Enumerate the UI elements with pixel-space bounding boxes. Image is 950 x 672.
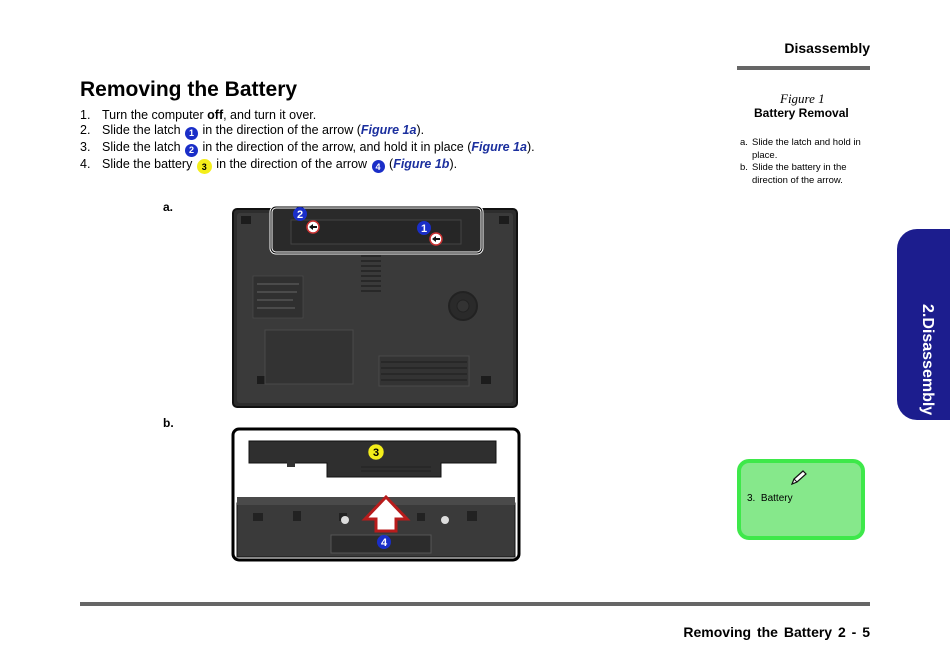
steps-list: 1. Turn the computer off, and turn it ov… [80, 108, 535, 175]
note-number: 3. [747, 493, 756, 504]
step-text-post: ). [526, 139, 535, 154]
step-number: 4. [80, 156, 91, 171]
step-text-bold: off [207, 108, 224, 122]
step-number: 1. [80, 108, 91, 122]
pencil-icon [790, 470, 807, 486]
step-text: Turn the computer off, and turn it over. [102, 108, 316, 123]
step-text-mid: ( [385, 156, 394, 171]
figure-reference-link[interactable]: Figure 1b [393, 156, 450, 171]
figure-note-key: b. [740, 162, 748, 173]
step-text-post: ). [416, 122, 425, 137]
figure-note-text: Slide the battery in the direction of th… [752, 162, 847, 186]
step-text: Slide the battery 3 in the direction of … [102, 157, 457, 175]
callout-4-marker [377, 535, 391, 549]
step-text: Slide the latch 2 in the direction of th… [102, 140, 535, 157]
step-number: 2. [80, 122, 91, 137]
battery-removal-illustration: 3 4 [231, 427, 521, 562]
callout-1-label: 1 [421, 223, 427, 235]
callout-badge-3: 3 [196, 159, 212, 175]
figure-notes: a. Slide the latch and hold in place. b.… [740, 137, 870, 187]
figure-note-b: b. Slide the battery in the direction of… [740, 162, 870, 187]
step-text-post: , and turn it over. [223, 108, 317, 122]
laptop-bottom-illustration: 2 1 [232, 206, 518, 408]
note-box: 3. Battery [737, 459, 865, 540]
footer-rule [80, 602, 870, 606]
step-text-pre: Slide the latch [102, 139, 184, 154]
figure-part-b-label: b. [163, 416, 174, 430]
step-3: 3. Slide the latch 2 in the direction of… [80, 140, 535, 157]
figure-reference-link[interactable]: Figure 1a [471, 139, 527, 154]
figure-label: Figure 1 [780, 91, 825, 106]
figure-note-a: a. Slide the latch and hold in place. [740, 137, 870, 162]
step-4: 4. Slide the battery 3 in the direction … [80, 157, 535, 175]
footer-page-label: Removing the Battery 2 - 5 [683, 624, 870, 640]
step-text-pre: Turn the computer [102, 108, 208, 122]
figure-part-a-label: a. [163, 200, 174, 214]
step-text-pre: Slide the battery [102, 156, 196, 171]
callout-1-marker [417, 221, 431, 235]
callout-3-marker [367, 443, 385, 461]
callout-2-marker [293, 207, 307, 221]
slide-direction-arrow-icon [361, 494, 411, 533]
note-item: 3. Battery [747, 493, 793, 504]
step-text-mid: in the direction of the arrow [212, 156, 371, 171]
figure-note-text: Slide the latch and hold in place. [752, 137, 861, 161]
step-text-mid: in the direction of the arrow ( [199, 122, 361, 137]
step-2: 2. Slide the latch 1 in the direction of… [80, 123, 535, 140]
chapter-side-tab-label: 2.Disassembly [919, 304, 936, 416]
header-rule [737, 66, 870, 70]
step-number: 3. [80, 139, 91, 154]
chapter-side-tab[interactable]: 2.Disassembly [897, 229, 950, 420]
callout-3-label: 3 [373, 447, 379, 459]
callout-badge-1: 1 [185, 126, 198, 140]
step-text-post: ). [449, 156, 458, 171]
figure-note-key: a. [740, 137, 748, 148]
step-1: 1. Turn the computer off, and turn it ov… [80, 108, 535, 123]
page-title: Removing the Battery [80, 78, 298, 101]
callout-4-label: 4 [381, 537, 388, 549]
step-text-mid: in the direction of the arrow, and hold … [199, 139, 472, 154]
figure-title: Battery Removal [754, 106, 849, 120]
figure-reference-link[interactable]: Figure 1a [360, 122, 417, 137]
step-text: Slide the latch 1 in the direction of th… [102, 123, 424, 140]
callout-badge-4: 4 [371, 160, 385, 174]
step-text-pre: Slide the latch [102, 122, 184, 137]
note-text: Battery [760, 493, 793, 504]
header-section-title: Disassembly [784, 40, 870, 56]
callout-badge-2: 2 [185, 143, 198, 157]
callout-2-label: 2 [297, 209, 303, 221]
